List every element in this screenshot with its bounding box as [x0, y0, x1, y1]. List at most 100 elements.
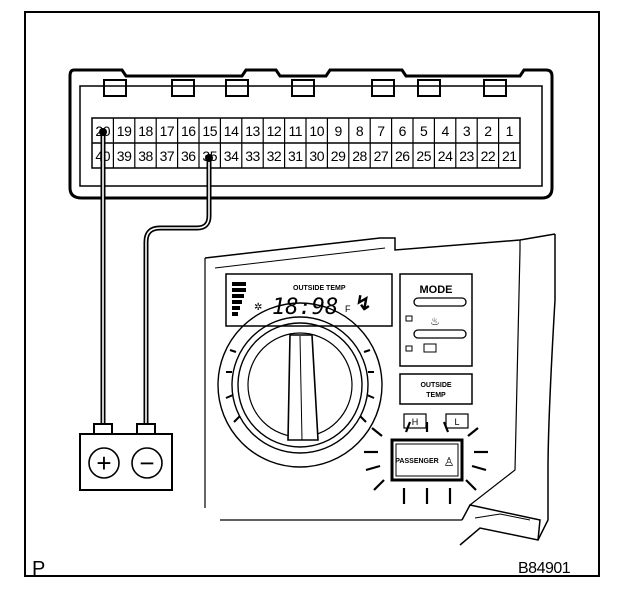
pin-label-15: 15: [202, 123, 217, 139]
figure-id: B84901: [518, 560, 571, 577]
pin-35-probe: [205, 154, 213, 162]
panel-bottom-trim-2: [474, 513, 531, 521]
pin-label-38: 38: [138, 148, 153, 164]
fan-symbol: ✲: [254, 302, 262, 313]
front-defrost-indicator: [405, 315, 413, 322]
passenger-label: PASSENGER: [395, 458, 438, 465]
negative-lead: [143, 157, 212, 427]
front-defrost-icon: ♨: [430, 316, 440, 328]
corner-letter: P: [32, 558, 46, 580]
positive-symbol: +: [96, 448, 111, 478]
pin-label-5: 5: [420, 123, 428, 139]
pin-label-31: 31: [288, 148, 303, 164]
fan-level-icon: [232, 282, 246, 316]
display-window: [225, 273, 393, 327]
pin-label-23: 23: [459, 148, 474, 164]
rear-defrost-indicator: [405, 345, 413, 352]
test-leads: [99, 128, 213, 427]
airflow-icon: ↯: [355, 293, 372, 315]
passenger-button[interactable]: [390, 438, 464, 482]
pin-label-2: 2: [484, 123, 492, 139]
pin-label-28: 28: [352, 148, 367, 164]
pin-label-3: 3: [463, 123, 471, 139]
dial-grip-line: [299, 335, 303, 441]
pin-label-11: 11: [289, 123, 303, 139]
panel-top-edge-2: [214, 247, 386, 269]
lo-label: L: [454, 417, 459, 427]
outside-temp-button[interactable]: [399, 373, 473, 405]
pin-label-36: 36: [181, 148, 196, 164]
pin-label-9: 9: [334, 123, 342, 139]
pin-label-34: 34: [224, 148, 239, 164]
pin-label-4: 4: [441, 123, 449, 139]
hi-label: H: [412, 417, 419, 427]
pin-label-1: 1: [506, 123, 514, 139]
panel-bottom-trim: [459, 504, 541, 546]
pin-label-10: 10: [309, 123, 324, 139]
dial-ring: [231, 316, 369, 454]
pin-label-39: 39: [117, 148, 132, 164]
seat-icon: ♙: [444, 455, 455, 469]
panel-right-housing: [537, 234, 556, 541]
connector-tab: [371, 79, 395, 97]
outside-temp-label-1: OUTSIDE: [420, 382, 451, 389]
dial-ring-inner: [237, 322, 363, 448]
figure-border: [24, 11, 600, 577]
dial-grip: [287, 334, 319, 441]
rear-defrost-icon: [423, 343, 437, 353]
connector-tab: [103, 79, 127, 97]
negative-terminal-icon: [131, 447, 163, 479]
pin-label-25: 25: [416, 148, 431, 164]
panel-right-inner: [469, 249, 521, 506]
pin-label-21: 21: [502, 148, 517, 164]
connector-tab: [225, 79, 249, 97]
connector-housing: [68, 68, 554, 200]
pin-label-17: 17: [160, 123, 175, 139]
panel-top-edge: [204, 233, 556, 259]
pin-label-27: 27: [374, 148, 389, 164]
outside-temp-label-2: TEMP: [426, 392, 446, 399]
pin-label-13: 13: [245, 123, 260, 139]
dial-outer-bezel: [217, 302, 383, 468]
pin-label-18: 18: [138, 123, 153, 139]
pin-label-32: 32: [267, 148, 282, 164]
pin-label-6: 6: [399, 123, 407, 139]
connector: 2019181716151413121110987654321403938373…: [68, 68, 554, 200]
connector-tab: [417, 79, 441, 97]
pin-label-33: 33: [245, 148, 260, 164]
mode-label[interactable]: MODE: [420, 284, 453, 296]
positive-terminal-icon: [88, 447, 120, 479]
negative-symbol: −: [139, 448, 154, 478]
pin-label-12: 12: [267, 123, 282, 139]
pin-20-probe: [99, 128, 107, 136]
pin-label-7: 7: [377, 123, 385, 139]
battery-body: [79, 433, 173, 491]
pin-label-29: 29: [331, 148, 346, 164]
flashing-indicator-icon: [364, 421, 488, 504]
front-defrost-button[interactable]: [413, 329, 467, 339]
pin-label-19: 19: [117, 123, 132, 139]
connector-tab: [171, 79, 195, 97]
battery-post-negative: [136, 423, 156, 435]
pin-label-30: 30: [309, 148, 324, 164]
pin-label-14: 14: [224, 123, 239, 139]
pin-label-22: 22: [481, 148, 496, 164]
climate-control-panel: ✲ OUTSIDE TEMP 18:98 F ↯ MODE ♨: [204, 233, 556, 546]
connector-inner-outline: [79, 85, 543, 187]
pin-label-26: 26: [395, 148, 410, 164]
negative-lead-core: [145, 159, 210, 425]
pin-label-37: 37: [160, 148, 175, 164]
mode-button[interactable]: [413, 297, 467, 307]
battery-post-positive: [93, 423, 113, 435]
connector-tab: [483, 79, 507, 97]
pin-label-16: 16: [181, 123, 196, 139]
display-label: OUTSIDE TEMP: [293, 285, 346, 292]
pin-label-24: 24: [438, 148, 453, 164]
connector-tab: [291, 79, 315, 97]
lo-button[interactable]: [445, 413, 469, 429]
pin-label-8: 8: [356, 123, 364, 139]
passenger-button-inner: [395, 443, 459, 477]
dial-ticks: [225, 349, 375, 423]
hi-button[interactable]: [403, 413, 427, 429]
